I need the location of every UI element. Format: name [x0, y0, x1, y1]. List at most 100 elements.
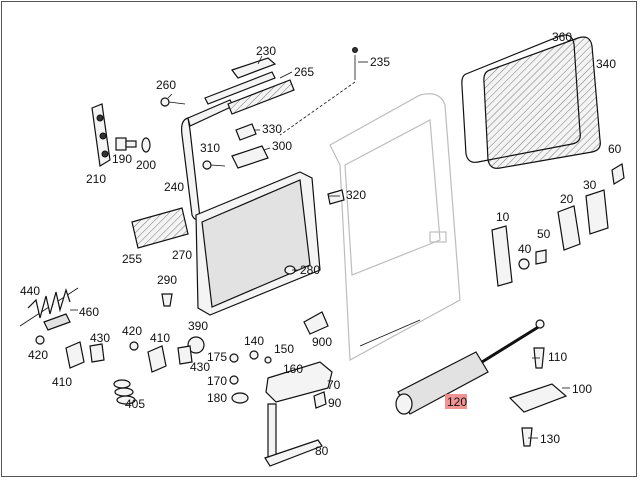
label-390: 390 [188, 319, 208, 333]
spring-part-440 [19, 287, 79, 327]
part-60 [611, 163, 625, 185]
part-900 [303, 311, 329, 335]
label-310: 310 [200, 141, 220, 155]
label-290: 290 [157, 273, 177, 287]
leader-lines [70, 55, 570, 439]
bolt-part-40 [518, 258, 530, 270]
bolt-part-50 [535, 249, 547, 265]
label-440: 440 [20, 284, 40, 298]
door-outline [329, 93, 461, 361]
label-255: 255 [122, 252, 142, 266]
label-200: 200 [136, 158, 156, 172]
handle-part-230 [204, 57, 277, 105]
bracket-part-10 [491, 225, 513, 287]
screw-part-175 [229, 353, 239, 363]
label-900: 900 [312, 335, 332, 349]
clip-part-90 [313, 391, 327, 409]
spring-part-405 [113, 379, 136, 405]
rod-part-235 [279, 47, 358, 136]
label-20: 20 [560, 192, 574, 206]
label-60: 60 [608, 142, 622, 156]
rod-part-80-vertical [267, 403, 277, 461]
label-235: 235 [370, 55, 390, 69]
label-265: 265 [294, 65, 314, 79]
label-340: 340 [596, 57, 616, 71]
label-180: 180 [207, 391, 227, 405]
bracket-part-30 [585, 189, 609, 235]
label-460: 460 [79, 305, 99, 319]
label-430b: 430 [190, 360, 210, 374]
label-230: 230 [256, 44, 276, 58]
bracket-part-430b [177, 345, 193, 365]
lock-part-160 [265, 361, 333, 403]
nut-part-150 [264, 356, 272, 364]
clip-part-290 [161, 293, 173, 307]
clamp-part-410b [147, 345, 167, 373]
washer-part-170 [229, 375, 239, 385]
highlight-box-120 [445, 394, 467, 409]
label-40: 40 [518, 242, 532, 256]
door-strut-inner [359, 319, 421, 347]
label-360: 360 [552, 30, 572, 44]
handle-part-300 [231, 145, 269, 169]
washer-part-200 [141, 137, 151, 153]
screw-part-310 [202, 160, 226, 170]
label-190: 190 [112, 152, 132, 166]
pad-part-255 [131, 207, 189, 249]
screw-part-260 [160, 97, 186, 107]
label-330: 330 [262, 122, 282, 136]
part-labels: 230 265 235 260 330 300 310 190 200 210 … [20, 30, 622, 458]
label-420a: 420 [28, 348, 48, 362]
label-10: 10 [496, 210, 510, 224]
label-260: 260 [156, 78, 176, 92]
label-300: 300 [272, 139, 292, 153]
label-140: 140 [244, 334, 264, 348]
grommet-part-390 [187, 336, 205, 354]
screw-part-420a [35, 335, 45, 345]
block-part-460 [43, 313, 71, 331]
bracket-part-330 [235, 123, 257, 141]
clamp-part-410a [65, 341, 85, 369]
label-70: 70 [327, 378, 341, 392]
ring-part-180 [231, 392, 249, 404]
label-80: 80 [315, 444, 329, 458]
label-240: 240 [164, 180, 184, 194]
label-120: 120 [447, 395, 467, 409]
label-110: 110 [548, 350, 567, 364]
bolt-part-130 [521, 427, 533, 447]
label-410a: 410 [52, 375, 72, 389]
label-405: 405 [125, 397, 145, 411]
screw-part-140 [249, 350, 259, 360]
label-150: 150 [274, 342, 294, 356]
label-320: 320 [346, 188, 366, 202]
label-170: 170 [207, 374, 227, 388]
label-160: 160 [283, 362, 303, 376]
seal-part-360 [461, 34, 581, 163]
rod-part-80 [264, 439, 323, 467]
label-100: 100 [572, 382, 592, 396]
label-430a: 430 [90, 331, 110, 345]
hinge-part-20 [557, 205, 581, 251]
label-270: 270 [172, 248, 192, 262]
label-90: 90 [328, 396, 342, 410]
bolt-part-190 [115, 137, 137, 151]
window-part-340 [483, 36, 601, 169]
label-280: 280 [300, 263, 320, 277]
label-420b: 420 [122, 324, 142, 338]
plate-part-100 [508, 383, 568, 413]
inner-panel-part [195, 171, 321, 316]
frame-rod-part [181, 99, 234, 221]
hinge-part-210 [91, 103, 111, 167]
label-175: 175 [207, 350, 227, 364]
label-210: 210 [86, 172, 106, 186]
label-410b: 410 [150, 331, 170, 345]
screw-part-420b [129, 341, 139, 351]
label-30: 30 [583, 178, 597, 192]
label-50: 50 [537, 227, 551, 241]
label-130: 130 [540, 432, 560, 446]
bracket-part-430a [89, 343, 105, 363]
clip-part-320 [327, 189, 345, 205]
gas-strut-part-120 [395, 319, 545, 415]
